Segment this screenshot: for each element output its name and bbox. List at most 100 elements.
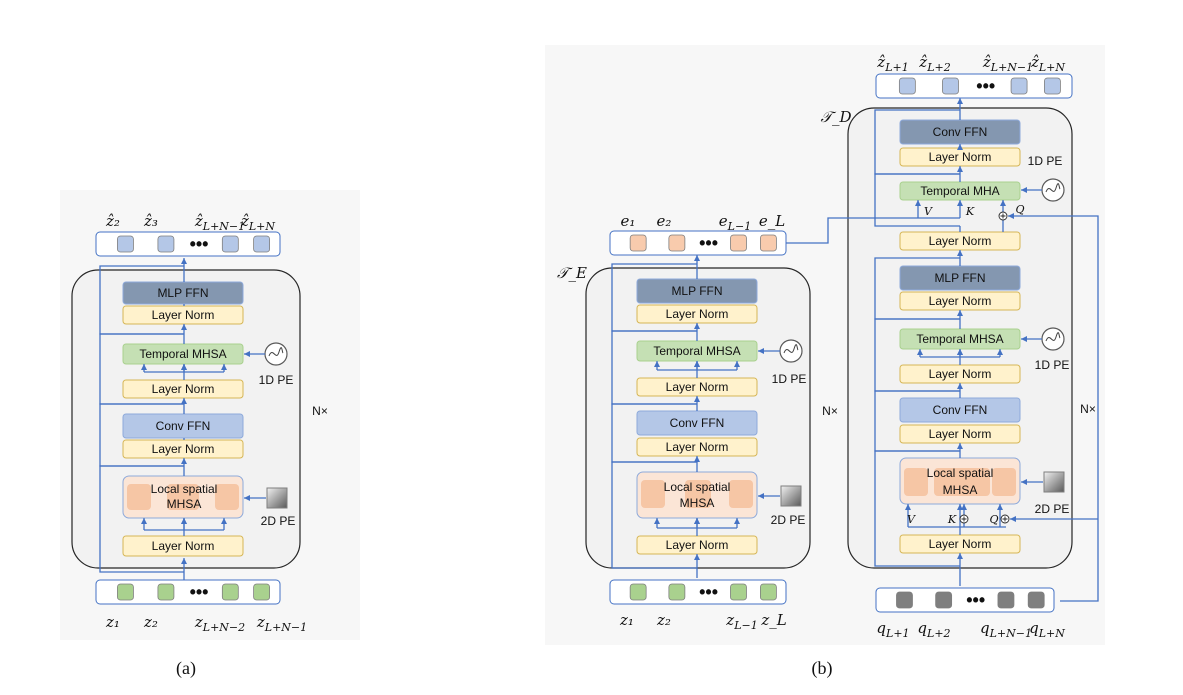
panel-a-output-label: ẑL+N [240, 212, 275, 233]
panel-a-output-tokens: ••• [95, 231, 281, 257]
panel-b-encoder-output-label-base: e₂ [657, 212, 672, 230]
panel-a-input-label-text: z₁ [105, 613, 120, 631]
dec-1d-pe-icon-circle [1041, 327, 1065, 351]
panel-b-decoder-output-label-base: ẑ [1030, 53, 1039, 71]
panel-b-decoder-output-tokens-token [898, 77, 916, 95]
dec-layer-norm-6: Layer Norm [899, 147, 1021, 167]
panel-b-encoder-output-tokens-token [730, 234, 747, 252]
panel-b-query-label-sub: L+2 [926, 627, 951, 640]
dec-local-spatial-label-2: MHSA [943, 483, 978, 497]
panel-a-layer-norm-4: Layer Norm [122, 305, 244, 325]
panel-a-conv-ffn: Conv FFN [122, 413, 244, 439]
enc-mlp-ffn: MLP FFN [636, 278, 758, 304]
dec-temporal-mha: Temporal MHA [899, 181, 1021, 201]
dec-conv-ffn-label: Conv FFN [933, 403, 988, 417]
panel-a-output-label-sub: L+N−1 [202, 220, 245, 233]
dec-cross-q-label: Q [1015, 203, 1024, 216]
local-spatial-label-2: MHSA [167, 497, 202, 511]
dec-conv-ffn-top: Conv FFN [899, 119, 1021, 145]
panel-b-encoder-input-label: z₁ [619, 611, 634, 629]
enc-1d-pe-icon-wave [783, 344, 799, 354]
panel-b-encoder-input-label-sub: L−1 [733, 619, 758, 632]
panel-b-encoder-input-label: zL−1 [725, 611, 757, 632]
dec-local-spatial-window [934, 468, 990, 496]
panel-a-input-label: z₁ [105, 613, 120, 631]
dec-1d-pe-icon-top-wave [1045, 183, 1061, 193]
panel-a-repeat-label: N× [312, 404, 328, 418]
dec-skip-6 [874, 109, 960, 175]
local-spatial-label-1: Local spatial [151, 482, 218, 496]
dec-ls-q-label: Q [989, 513, 998, 526]
panel-b-encoder-output-label-text: e_L [759, 212, 785, 230]
panel-a-layer-norm-1-rect [122, 535, 244, 557]
panel-a-input-label: zL+N−2 [194, 613, 245, 634]
panel-b-encoder-label-base: 𝒯_E [557, 264, 587, 282]
panel-b-encoder-input-tokens-dots: ••• [699, 582, 718, 602]
panel-a-output-label-text: ẑL+N [240, 212, 275, 233]
panel-a-input-label-base: z₁ [105, 613, 120, 631]
panel-a-caption: (a) [176, 658, 196, 679]
panel-a-2d-pe-icon [266, 487, 288, 509]
panel-b-encoder-output-tokens-token [668, 234, 686, 252]
panel-b-caption: (b) [812, 658, 833, 679]
panel-b-query-tokens-token [896, 591, 913, 609]
dec-repeat-label: N× [1080, 402, 1096, 416]
panel-b-query-label-text: qL+N [1029, 619, 1065, 640]
panel-b-query-label-base: q [980, 619, 990, 637]
dec-skip-4 [874, 257, 960, 320]
enc-conv-ffn: Conv FFN [636, 410, 758, 436]
enc-2d-pe-icon [780, 485, 802, 507]
panel-a-input-label-text: zL+N−2 [194, 613, 245, 634]
panel-a-output-label: ẑL+N−1 [194, 212, 245, 233]
panel-a-output-label-text: ẑL+N−1 [194, 212, 245, 233]
panel-b-query-label-base: q [1029, 619, 1039, 637]
enc-layer-norm-2: Layer Norm [636, 437, 758, 457]
panel-b-decoder-label: 𝒯_D [820, 108, 851, 126]
panel-b-query-label: qL+N−1 [980, 619, 1032, 640]
panel-b-encoder-input-label-text: z₁ [619, 611, 634, 629]
panel-a-layer-norm-3-label: Layer Norm [152, 382, 215, 396]
panel-b-query-tokens-dots: ••• [966, 590, 985, 610]
panel-b-decoder-output-tokens-token [942, 77, 959, 95]
panel-b-query-label-base: q [917, 619, 927, 637]
panel-a-1d-pe-icon-circle [264, 342, 288, 366]
dec-ls-k-add-plus [961, 516, 967, 522]
panel-b-decoder-output-label-base: ẑ [876, 53, 885, 71]
panel-b-decoder-output-label-base: ẑ [918, 53, 927, 71]
dec-2d-pe-icon [1043, 471, 1065, 493]
dec-temporal-mhsa-label: Temporal MHSA [916, 332, 1003, 346]
panel-b-query-tokens-token [935, 591, 953, 609]
panel-b-decoder-output-label-sub: L+N−1 [990, 61, 1033, 74]
panel-b-encoder-output-label-base: e₁ [621, 212, 636, 230]
panel-b-decoder-output-label: ẑL+1 [876, 53, 908, 74]
panel-a-output-tokens-dots: ••• [190, 234, 209, 254]
panel-b-decoder-output-label-text: ẑL+2 [918, 53, 950, 74]
panel-a-layer-norm-2: Layer Norm [122, 439, 244, 459]
panel-b-encoder-input-label-base: z_L [760, 611, 786, 629]
panel-b-encoder-input-tokens-token [730, 583, 747, 601]
panel-b-encoder-output-label-base: e [719, 212, 728, 230]
panel-b-encoder-output-label: e₂ [657, 212, 672, 230]
panel-a-skip-4 [99, 265, 184, 335]
enc-layer-norm-1-label: Layer Norm [666, 538, 729, 552]
enc-1d-pe-icon-circle [779, 339, 803, 363]
dec-conv-ffn-top-label: Conv FFN [933, 125, 988, 139]
dec-mlp-ffn-label: MLP FFN [934, 271, 985, 285]
panel-b-decoder-output-label-text: ẑL+N [1030, 53, 1065, 74]
enc-layer-norm-3-label: Layer Norm [666, 380, 729, 394]
dec-ls-q-add-plus [1002, 516, 1008, 522]
panel-a-input-label-base: z₂ [143, 613, 158, 631]
dec-1d-pe-icon-top [1041, 178, 1065, 202]
panel-b-query-label-text: qL+2 [917, 619, 950, 640]
dec-layer-norm-5: Layer Norm [899, 231, 1021, 251]
panel-b-decoder-label-base: 𝒯_D [820, 108, 851, 126]
local-spatial-window [127, 484, 151, 510]
panel-b-query-label-base: q [876, 619, 886, 637]
panel-b-encoder-input-label-base: z₂ [656, 611, 671, 629]
dec-layer-norm-6-label: Layer Norm [929, 150, 992, 164]
enc-layer-norm-4-label: Layer Norm [666, 307, 729, 321]
panel-b-decoder-output-label-text: ẑL+N−1 [982, 53, 1033, 74]
panel-b-encoder-output-label: e_L [759, 212, 785, 230]
panel-b-encoder-output-tokens-dots: ••• [699, 233, 718, 253]
